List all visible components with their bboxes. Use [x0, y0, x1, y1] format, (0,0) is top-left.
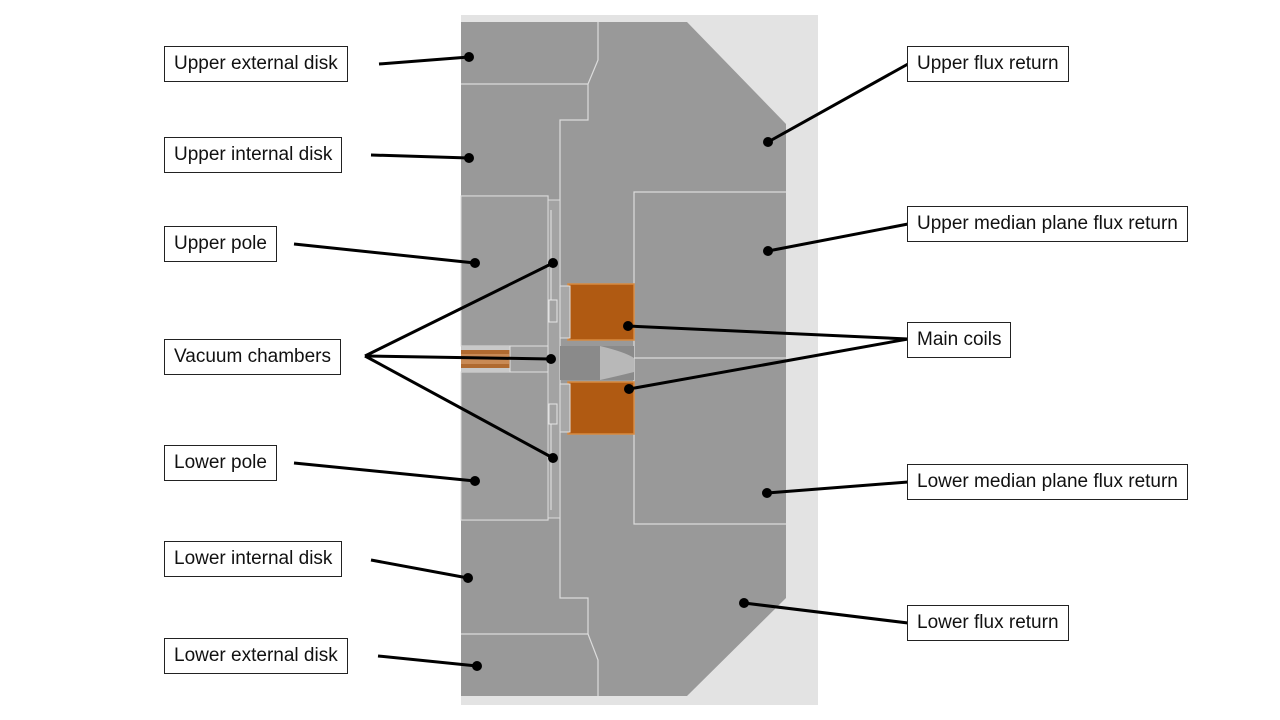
dot-main-coil-lower	[624, 384, 634, 394]
lower-pole-region	[460, 371, 549, 521]
dot-upper-internal-disk	[464, 153, 474, 163]
label-upper-pole: Upper pole	[164, 226, 277, 262]
leader-vacuum-chamber-1	[364, 261, 554, 358]
dot-vacuum-chamber-3	[548, 453, 558, 463]
leader-vacuum-chamber-2	[364, 354, 552, 361]
leader-main-coil-upper	[627, 324, 909, 341]
leader-lower-external-disk	[377, 654, 478, 668]
dot-upper-median-plane-flux-return	[763, 246, 773, 256]
label-lower-median-plane-flux-return: Lower median plane flux return	[907, 464, 1188, 500]
leader-upper-median-plane-flux-return	[767, 222, 909, 253]
upper-coil-clamp	[559, 285, 571, 339]
vacuum-chamber-details	[548, 210, 558, 510]
label-upper-external-disk: Upper external disk	[164, 46, 348, 82]
leader-lower-flux-return	[743, 601, 909, 625]
leader-upper-flux-return	[767, 62, 909, 144]
dot-lower-internal-disk	[463, 573, 473, 583]
dot-lower-pole	[470, 476, 480, 486]
dot-upper-pole	[470, 258, 480, 268]
label-main-coils: Main coils	[907, 322, 1012, 358]
dot-lower-external-disk	[472, 661, 482, 671]
label-lower-pole: Lower pole	[164, 445, 277, 481]
lower-main-coil	[567, 381, 635, 435]
leader-lower-pole	[293, 461, 476, 483]
leader-main-coil-lower	[628, 337, 909, 391]
dot-lower-flux-return	[739, 598, 749, 608]
dot-vacuum-chamber-2	[546, 354, 556, 364]
label-lower-external-disk: Lower external disk	[164, 638, 348, 674]
label-lower-internal-disk: Lower internal disk	[164, 541, 343, 577]
leader-dots	[463, 52, 773, 671]
leader-lines	[293, 55, 909, 668]
leader-lower-median-plane-flux-return	[766, 480, 909, 495]
label-upper-median-plane-flux-return: Upper median plane flux return	[907, 206, 1188, 242]
lower-coil-clamp	[559, 383, 571, 433]
upper-main-coil	[567, 283, 635, 341]
dot-main-coil-upper	[623, 321, 633, 331]
median-plane-gap-curve	[600, 346, 634, 380]
leader-upper-external-disk	[378, 55, 470, 66]
dot-lower-median-plane-flux-return	[762, 488, 772, 498]
leader-vacuum-chamber-3	[364, 354, 554, 460]
dot-upper-flux-return	[763, 137, 773, 147]
leader-upper-pole	[293, 242, 476, 265]
label-upper-flux-return: Upper flux return	[907, 46, 1069, 82]
label-lower-flux-return: Lower flux return	[907, 605, 1069, 641]
leader-upper-internal-disk	[370, 153, 470, 160]
label-vacuum-chambers: Vacuum chambers	[164, 339, 341, 375]
label-upper-internal-disk: Upper internal disk	[164, 137, 343, 173]
dot-vacuum-chamber-1	[548, 258, 558, 268]
leader-lower-internal-disk	[370, 558, 469, 580]
dot-upper-external-disk	[464, 52, 474, 62]
